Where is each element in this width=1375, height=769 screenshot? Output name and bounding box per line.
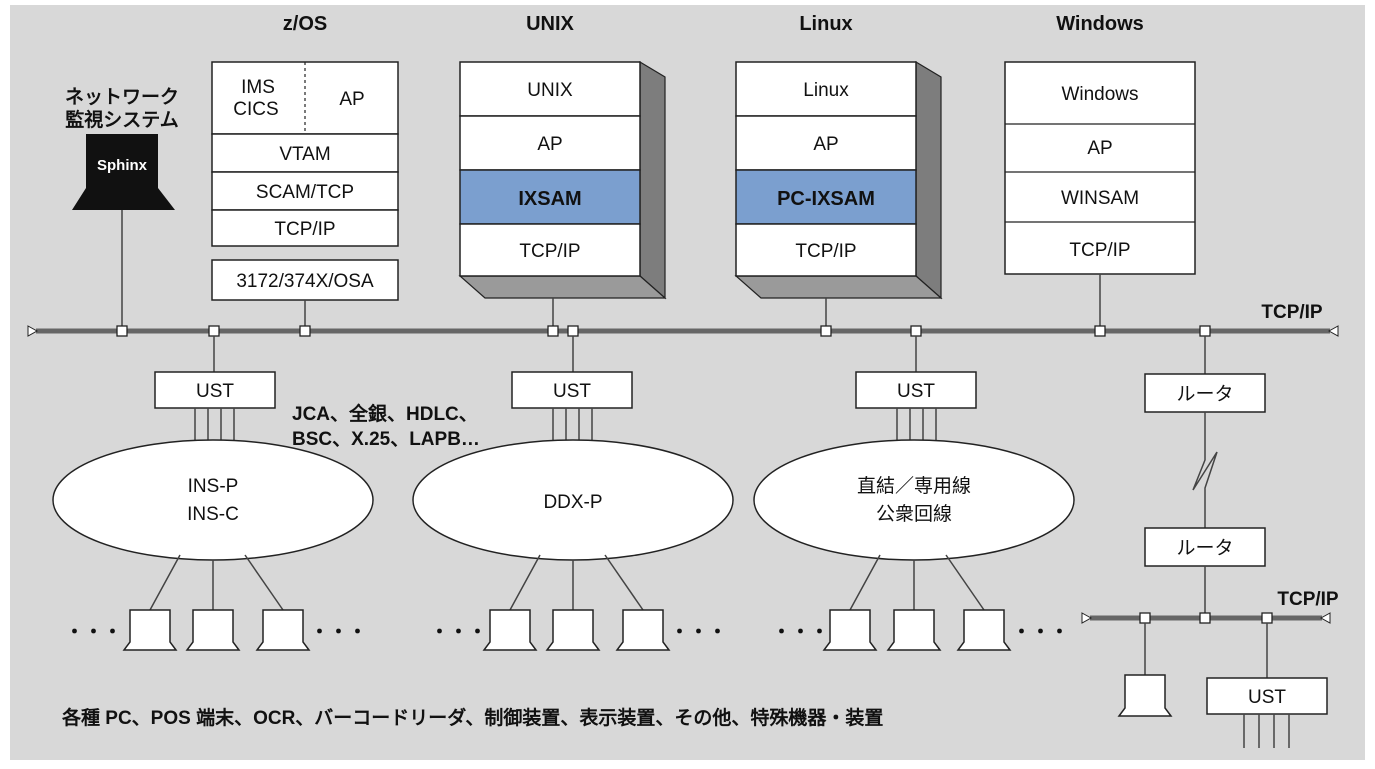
ellipsis-1a: ・・・ (65, 622, 122, 643)
network-monitor-title-1: ネットワーク (65, 86, 179, 108)
ellipsis-2a: ・・・ (430, 622, 487, 643)
unix-server: UNIX AP IXSAM TCP/IP (458, 60, 667, 300)
direct-label-1: 直結／専用線 (857, 475, 971, 497)
main-bus-label: TCP/IP (1261, 302, 1323, 323)
sub-bus-right-end-icon (1319, 612, 1331, 624)
ellipsis-3a: ・・・ (772, 622, 829, 643)
zos-header: z/OS (283, 13, 327, 35)
ins-label-1: INS-P (188, 476, 239, 497)
zos-tcpip: TCP/IP (274, 219, 335, 240)
zos-scam: SCAM/TCP (256, 182, 354, 203)
sub-bus-label: TCP/IP (1277, 589, 1339, 610)
wan-link-icon (1192, 412, 1218, 528)
ddx-label: DDX-P (543, 492, 602, 513)
linux-server: Linux AP PC-IXSAM TCP/IP (734, 60, 943, 300)
ust-box-2: UST (553, 381, 591, 402)
ins-label-2: INS-C (187, 504, 239, 525)
linux-ap: AP (813, 134, 838, 155)
ellipsis-1b: ・・・ (310, 622, 367, 643)
unix-os: UNIX (527, 80, 573, 101)
ellipsis-2b: ・・・ (670, 622, 727, 643)
ust-4-line-bundle (1243, 714, 1290, 748)
ins-network (52, 439, 374, 561)
sphinx-monitor-icon: Sphinx (72, 134, 175, 210)
windows-tcpip: TCP/IP (1069, 240, 1130, 261)
bus-right-end-icon (1327, 325, 1339, 337)
zos-stack: IMS CICS AP VTAM SCAM/TCP TCP/IP 3172/37… (211, 61, 399, 301)
unix-ap: AP (537, 134, 562, 155)
sub-terminal-icon (1117, 674, 1173, 717)
sub-bus-left-end-icon (1081, 612, 1093, 624)
main-bus-nodes (116, 325, 1211, 337)
network-monitor-title-2: 監視システム (65, 108, 178, 131)
sphinx-label: Sphinx (97, 157, 148, 174)
linux-os: Linux (803, 80, 849, 101)
direct-network (753, 439, 1075, 561)
unix-ixsam: IXSAM (518, 188, 581, 210)
router-1: ルータ (1176, 383, 1233, 405)
protocols-line-1: JCA、全銀、HDLC、 (292, 402, 478, 425)
unix-header: UNIX (526, 13, 574, 35)
protocols-line-2: BSC、X.25、LAPB… (292, 429, 480, 450)
ust-box-3: UST (897, 381, 935, 402)
terminal-group-1: ・・・ ・・・ (65, 554, 367, 651)
zos-cics: CICS (233, 99, 278, 120)
linux-pc-ixsam: PC-IXSAM (777, 188, 875, 210)
ust-box-1: UST (196, 381, 234, 402)
direct-label-2: 公衆回線 (876, 503, 952, 525)
zos-ap: AP (339, 89, 364, 110)
linux-header: Linux (799, 13, 852, 35)
linux-tcpip: TCP/IP (795, 241, 856, 262)
windows-os: Windows (1061, 84, 1138, 105)
windows-winsam: WINSAM (1061, 188, 1139, 209)
ellipsis-3b: ・・・ (1012, 622, 1069, 643)
unix-tcpip: TCP/IP (519, 241, 580, 262)
ust-box-4: UST (1248, 687, 1286, 708)
footer-caption: 各種 PC、POS 端末、OCR、バーコードリーダ、制御装置、表示装置、その他、… (61, 706, 883, 729)
terminal-group-2: ・・・ ・・・ (430, 554, 727, 651)
router-2: ルータ (1176, 537, 1233, 559)
zos-vtam: VTAM (279, 144, 330, 165)
windows-header: Windows (1056, 13, 1144, 35)
zos-ims: IMS (241, 77, 275, 98)
bus-left-end-icon (27, 325, 39, 337)
windows-ap: AP (1087, 138, 1112, 159)
terminal-group-3: ・・・ ・・・ (772, 554, 1069, 651)
zos-adapter: 3172/374X/OSA (236, 271, 374, 292)
windows-stack: Windows AP WINSAM TCP/IP (1004, 61, 1196, 275)
